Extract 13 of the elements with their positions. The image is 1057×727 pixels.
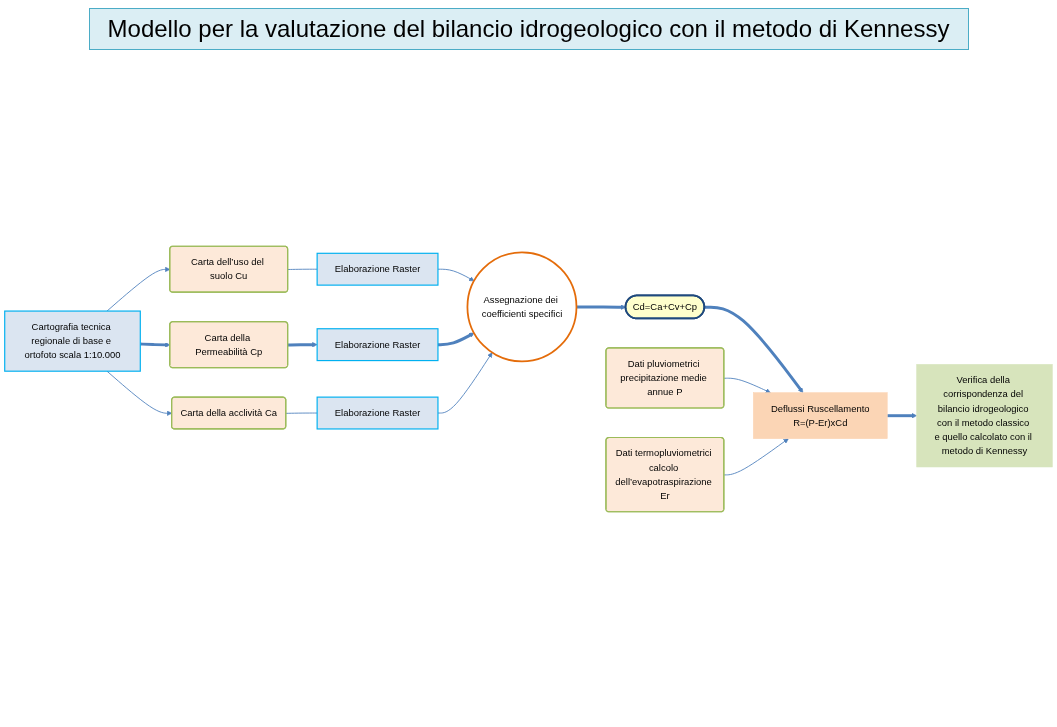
node-box: Elaborazione Raster <box>316 396 439 430</box>
arrow <box>887 413 917 419</box>
connector <box>285 412 318 414</box>
node-box: Deflussi Ruscellamento R=(P-Er)xCd <box>753 392 888 439</box>
node-box: Cartografia tecnica regionale di base e ortofoto scala 1:10.000 <box>4 310 141 372</box>
node-box: Elaborazione Raster <box>316 252 439 286</box>
title-banner: Modello per la valutazione del bilancio idrogeologico con il metodo di Kennessy <box>88 8 969 50</box>
node-circle: Assegnazione dei coefficienti specifici <box>466 251 578 363</box>
connector <box>287 268 318 270</box>
arrow <box>437 332 475 347</box>
node-box: Elaborazione Raster <box>316 328 439 362</box>
arrow <box>287 342 318 348</box>
node-box: Verifica della corrispondenza del bilancio idrogeologico con il metodo classico e quello calcolato con il metodo di Kennessy <box>916 364 1053 468</box>
